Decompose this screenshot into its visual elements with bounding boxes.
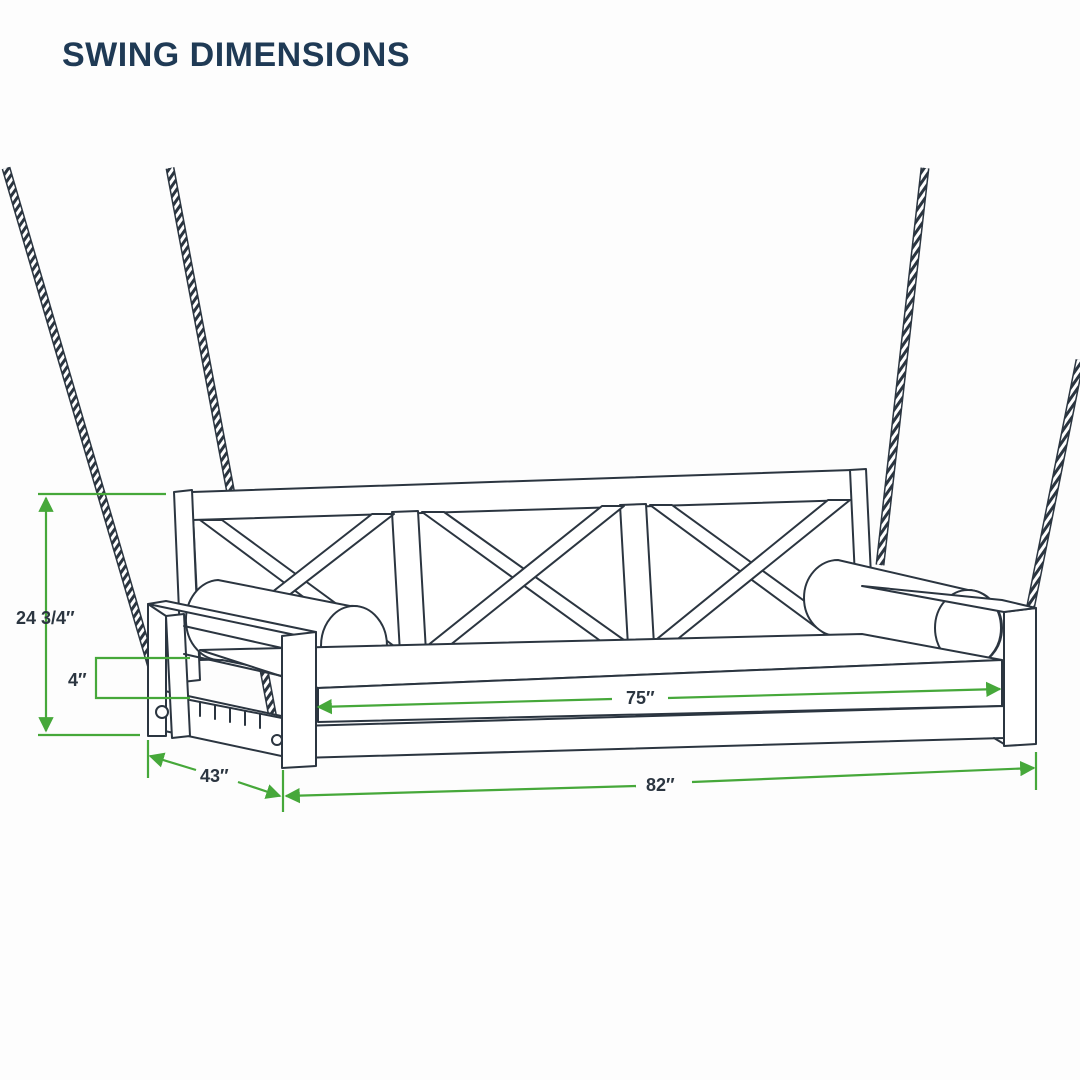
inner-width-arrow-b bbox=[667, 681, 1002, 700]
overall-width-label: 82″ bbox=[646, 775, 675, 795]
left-arm-side bbox=[147, 603, 167, 737]
inner-width-arrow-a bbox=[316, 697, 613, 715]
right-front-arm-post bbox=[1003, 607, 1037, 747]
right-armrest bbox=[861, 585, 1037, 747]
eye-bolt-right-icon bbox=[271, 734, 283, 746]
depth-arrow-a bbox=[148, 752, 197, 772]
dimension-labels: 24 3/4″ 4″ 43″ 75″ 82″ bbox=[16, 608, 675, 795]
inner-width-label: 75″ bbox=[626, 688, 655, 708]
back-height-label: 24 3/4″ bbox=[16, 608, 75, 628]
overall-width-arrow-a bbox=[284, 784, 637, 804]
overall-width-arrow-b bbox=[691, 760, 1036, 784]
cushion-bracket bbox=[94, 656, 190, 700]
dimension-lines bbox=[38, 492, 1038, 812]
ropes bbox=[1, 166, 1080, 746]
left-front-arm-post bbox=[281, 631, 317, 769]
depth-arrow-b bbox=[237, 780, 282, 799]
left-armrest bbox=[147, 600, 317, 769]
right-arm-top bbox=[861, 585, 1037, 613]
seat-cushion bbox=[199, 633, 1003, 723]
eye-bolt-left-icon bbox=[155, 705, 169, 719]
page-title: SWING DIMENSIONS bbox=[62, 36, 411, 74]
cushion-thickness-label: 4″ bbox=[68, 670, 87, 690]
depth-label: 43″ bbox=[200, 766, 229, 786]
eye-bolt-icons bbox=[155, 705, 283, 746]
